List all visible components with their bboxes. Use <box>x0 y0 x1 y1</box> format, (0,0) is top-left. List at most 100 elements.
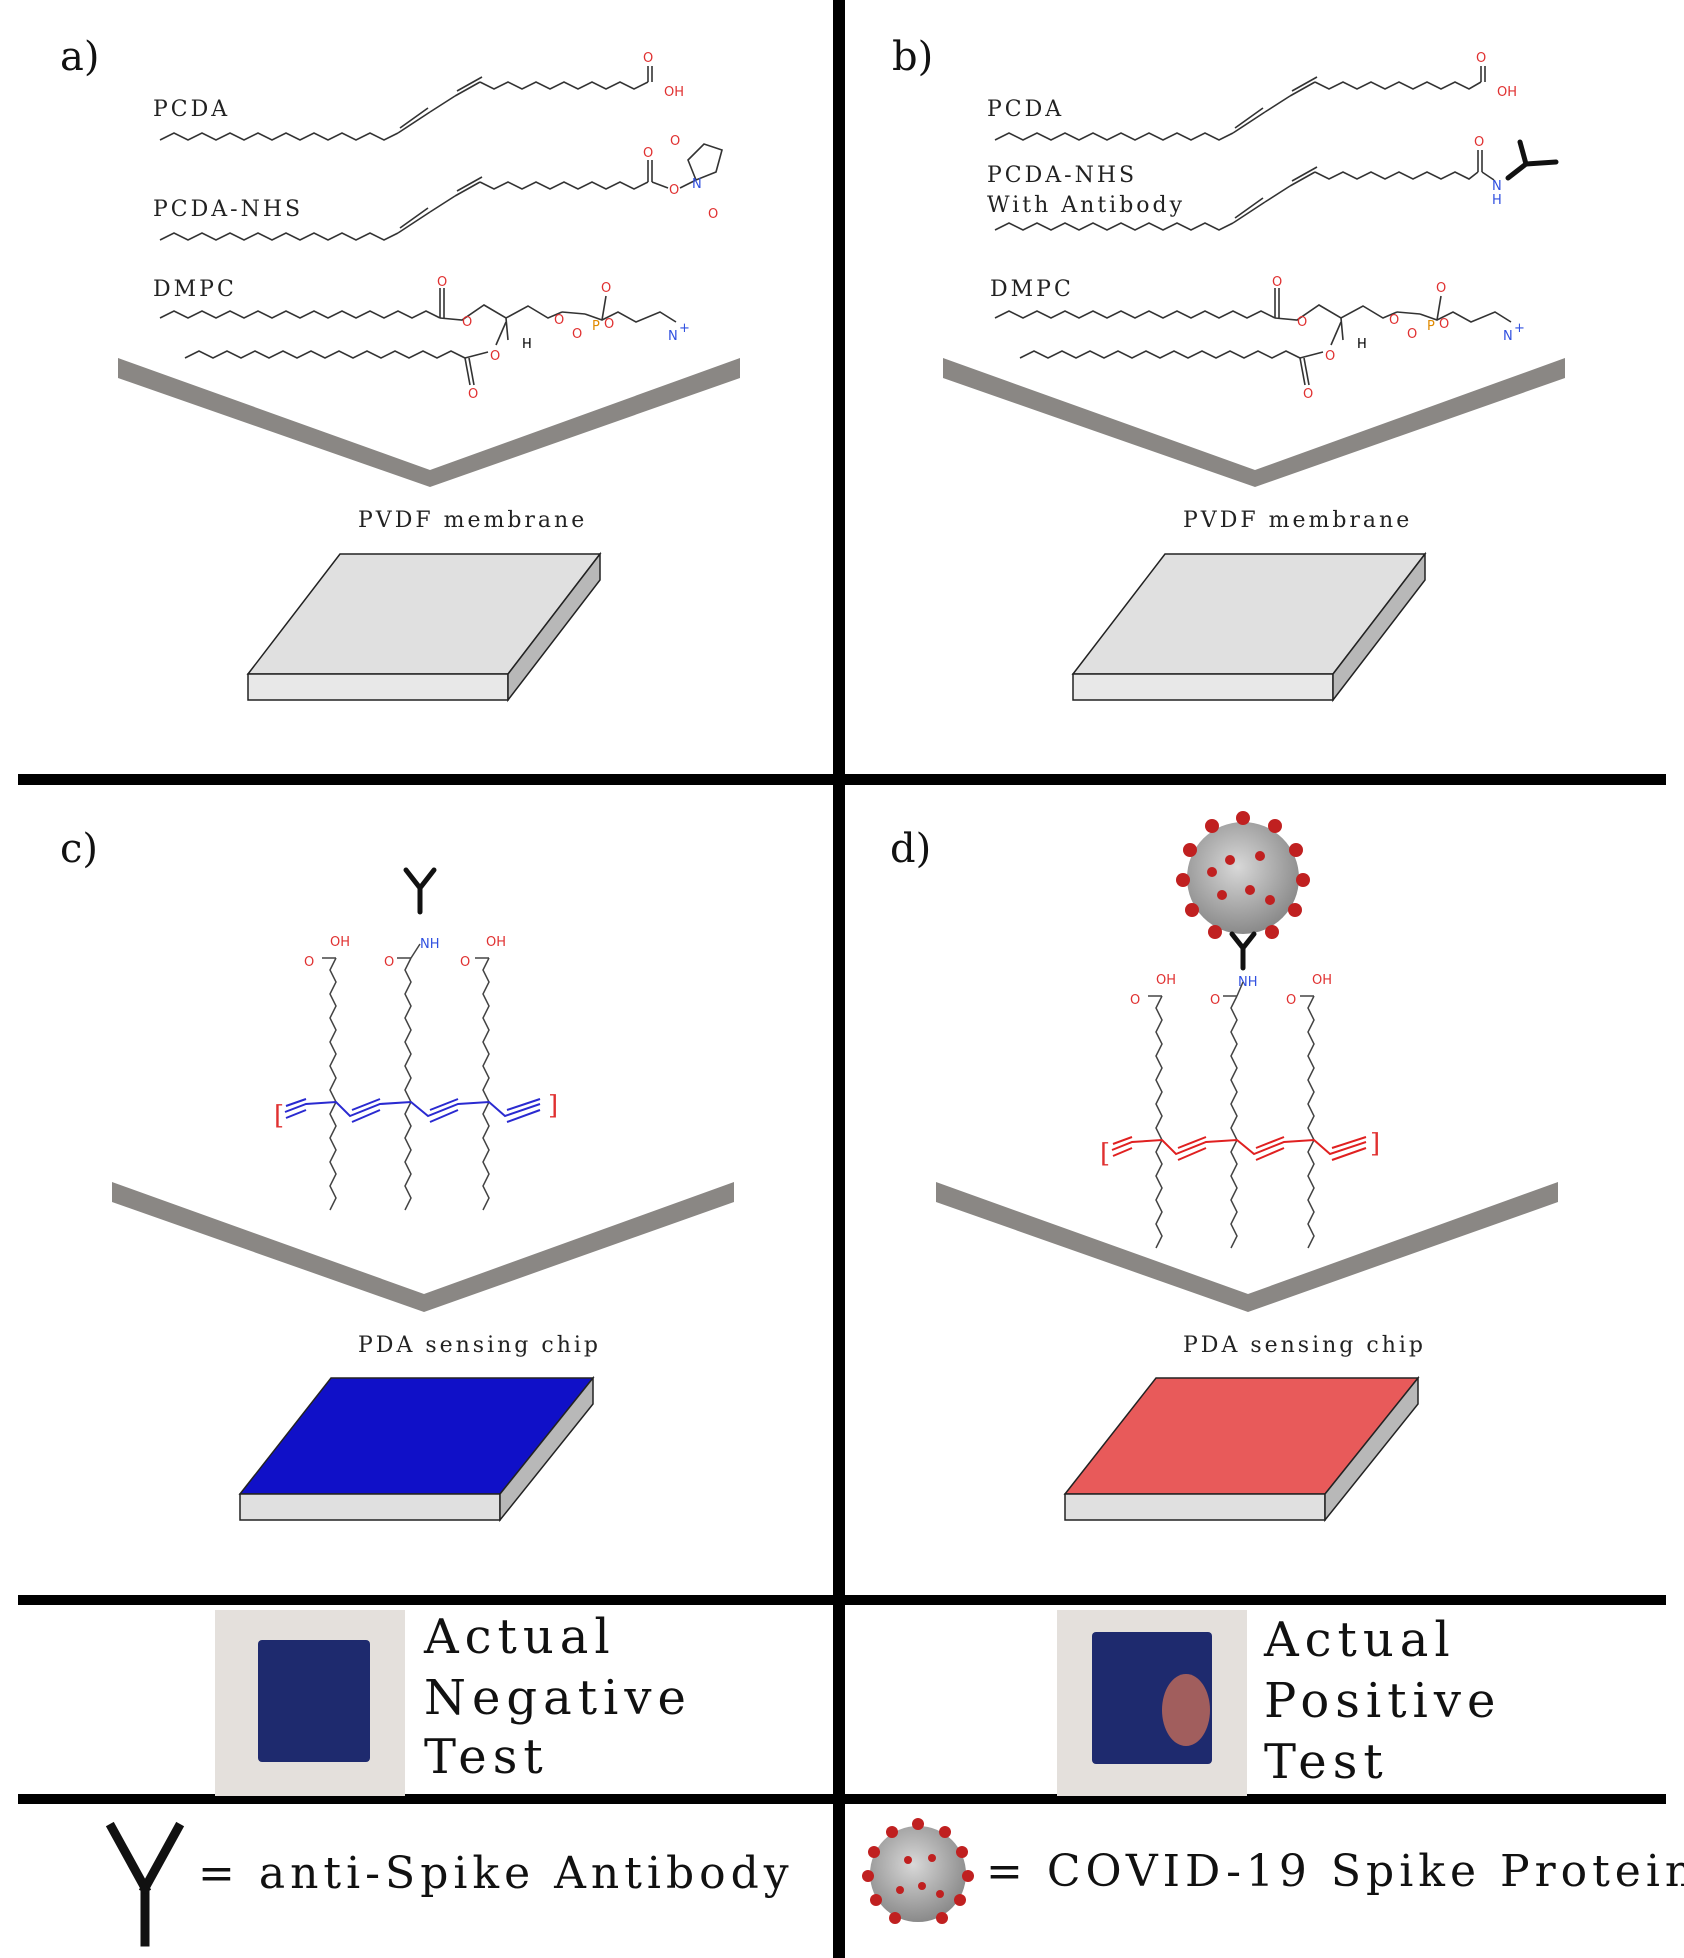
pcda-label-b: PCDA <box>987 97 1064 122</box>
dmpc-plus: + <box>679 321 690 336</box>
pvdf-membrane-b <box>1071 551 1427 703</box>
dmpc-p: P <box>592 319 600 334</box>
dmpc-b-h: H <box>1357 337 1367 352</box>
pvdf-membrane-a <box>246 551 602 703</box>
dmpc-o3: O <box>554 313 564 328</box>
dmpc-o7: O <box>490 349 500 364</box>
panel-a: a) PCDA PCDA-NHS DMPC O OH <box>60 34 740 703</box>
pcda-nhs-label: PCDA-NHS <box>153 197 303 222</box>
pcda-label: PCDA <box>153 97 230 122</box>
dmpc-structure-b <box>994 288 1512 386</box>
c-oh2: OH <box>486 935 506 950</box>
trough-a <box>118 358 740 487</box>
dmpc-structure <box>159 288 677 386</box>
dmpc-b-p: P <box>1427 319 1435 334</box>
positive-line3: Test <box>1264 1734 1389 1790</box>
antibody-icon-d <box>1229 931 1257 971</box>
antibody-legend-icon <box>105 1821 185 1947</box>
positive-result: Actual Positive Test <box>1057 1610 1501 1796</box>
d-nh: NH <box>1238 975 1258 990</box>
pcda-b-o: O <box>1476 51 1486 66</box>
pda-chip-blue <box>238 1375 595 1523</box>
nhs-n: N <box>692 177 702 192</box>
nhs-o3: O <box>670 134 680 149</box>
negative-result: Actual Negative Test <box>215 1609 692 1796</box>
dmpc-o1: O <box>437 275 447 290</box>
legend-virus-text: = COVID-19 Spike Protein <box>986 1846 1684 1897</box>
c-oh1: OH <box>330 935 350 950</box>
pcda-structure-b <box>994 66 1486 141</box>
antibody-o: O <box>1474 135 1484 150</box>
dmpc-o4: O <box>601 281 611 296</box>
pda-label-d: PDA sensing chip <box>1183 1333 1426 1358</box>
dmpc-b-o6: O <box>1439 317 1449 332</box>
trough-d <box>936 1182 1558 1312</box>
negative-line2: Negative <box>424 1670 692 1726</box>
trough-c <box>112 1182 734 1312</box>
negative-chip-photo <box>258 1640 370 1762</box>
dmpc-b-o3: O <box>1389 313 1399 328</box>
negative-line1: Actual <box>423 1609 616 1665</box>
negative-line3: Test <box>424 1729 549 1785</box>
legend-virus: = COVID-19 Spike Protein <box>862 1818 1684 1924</box>
d-o2: O <box>1210 993 1220 1008</box>
legend-antibody: = anti-Spike Antibody <box>105 1821 794 1947</box>
antibody-icon-c <box>403 867 437 915</box>
dmpc-label: DMPC <box>153 277 237 302</box>
panel-c: c) NH O OH O O OH <box>60 826 734 1523</box>
antibody-h: H <box>1492 193 1502 208</box>
positive-red-spot <box>1162 1674 1210 1746</box>
pcda-nhs-label-b: PCDA-NHS <box>987 163 1137 188</box>
dmpc-b-n: N <box>1503 329 1513 344</box>
c-bracket-left: [ <box>274 1101 284 1131</box>
dmpc-b-o2: O <box>1297 315 1307 330</box>
pcda-oh: OH <box>664 85 684 100</box>
pcda-b-oh: OH <box>1497 85 1517 100</box>
pcda-nhs-antibody-structure <box>994 150 1495 231</box>
pcda-structure <box>159 66 653 141</box>
d-o3: O <box>1286 993 1296 1008</box>
c-o3: O <box>460 955 470 970</box>
d-bracket-right: ] <box>1370 1129 1380 1159</box>
dmpc-b-plus: + <box>1514 321 1525 336</box>
c-o1: O <box>304 955 314 970</box>
legend-antibody-text: = anti-Spike Antibody <box>198 1848 794 1899</box>
blue-polymer-backbone <box>284 1098 541 1123</box>
dmpc-o5: O <box>572 327 582 342</box>
dmpc-h: H <box>522 337 532 352</box>
dmpc-b-o4: O <box>1436 281 1446 296</box>
pvdf-label-b: PVDF membrane <box>1183 508 1412 533</box>
pcda-nhs-structure <box>159 143 723 241</box>
c-o2: O <box>384 955 394 970</box>
nhs-o1: O <box>643 146 653 161</box>
c-bracket-right: ] <box>548 1091 558 1121</box>
virus-legend-icon <box>862 1818 974 1924</box>
d-oh2: OH <box>1312 973 1332 988</box>
pda-chains-d <box>1148 981 1315 1249</box>
dmpc-b-o1: O <box>1272 275 1282 290</box>
antibody-icon <box>1505 139 1559 181</box>
dmpc-b-o5: O <box>1407 327 1417 342</box>
pda-chains-c <box>322 943 490 1211</box>
dmpc-n: N <box>668 329 678 344</box>
panel-c-label: c) <box>60 826 98 872</box>
with-antibody-label: With Antibody <box>987 193 1185 218</box>
virus-icon <box>1176 811 1310 939</box>
red-polymer-backbone <box>1111 1136 1367 1161</box>
d-oh1: OH <box>1156 973 1176 988</box>
pda-chip-red <box>1063 1375 1420 1523</box>
nhs-o4: O <box>708 207 718 222</box>
panel-a-label: a) <box>60 34 99 80</box>
pvdf-label-a: PVDF membrane <box>358 508 587 533</box>
positive-line2: Positive <box>1264 1673 1501 1729</box>
dmpc-label-b: DMPC <box>990 277 1074 302</box>
d-bracket-left: [ <box>1100 1139 1110 1169</box>
pcda-o: O <box>643 51 653 66</box>
panel-d-label: d) <box>890 826 931 872</box>
dmpc-b-o7: O <box>1325 349 1335 364</box>
dmpc-b-o8: O <box>1303 387 1313 402</box>
positive-line1: Actual <box>1263 1612 1456 1668</box>
c-nh: NH <box>420 937 440 952</box>
trough-b <box>943 358 1565 487</box>
